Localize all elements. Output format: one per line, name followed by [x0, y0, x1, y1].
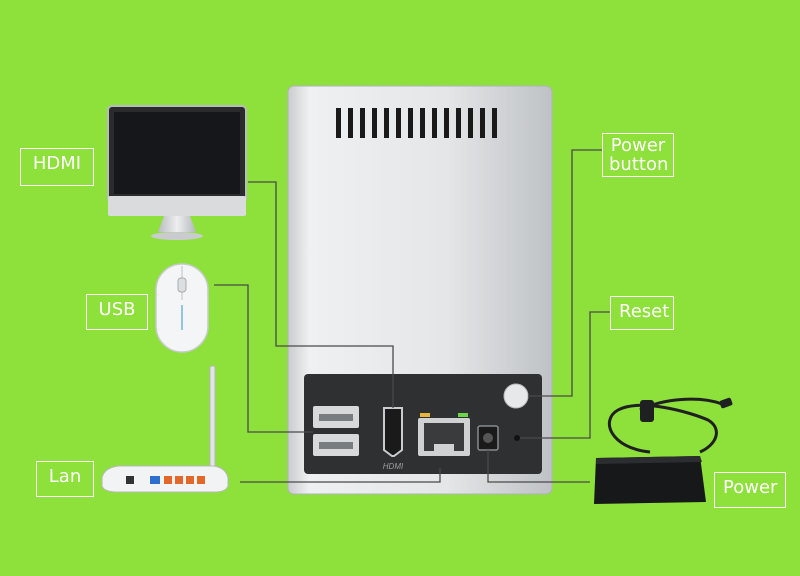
mouse-icon [155, 263, 209, 353]
lan-connector-line [240, 468, 441, 483]
power-label: Power [714, 472, 786, 508]
power-adapter-icon [594, 397, 733, 504]
usb-ports[interactable] [313, 406, 359, 456]
monitor-icon [107, 105, 247, 240]
power-button-label-line2: button [609, 154, 669, 175]
hdmi-connector-line [248, 181, 394, 408]
lan-label: Lan [36, 461, 94, 497]
power-button-label: Power button [602, 133, 674, 177]
power-button-label-line1: Power [610, 135, 666, 156]
port-panel: HDMI [304, 374, 542, 474]
ethernet-port[interactable] [418, 413, 470, 456]
nas-device: HDMI [287, 85, 553, 495]
power-jack[interactable] [477, 425, 499, 451]
reset-connector-line [520, 311, 610, 439]
power-button-connector-line [528, 149, 602, 397]
router-icon [101, 365, 229, 493]
power-connector-line [487, 450, 590, 483]
reset-label: Reset [610, 296, 674, 330]
connector-lines [214, 149, 610, 483]
hdmi-label: HDMI [20, 148, 94, 186]
vent-slots [336, 108, 497, 138]
usb-connector-line [214, 284, 313, 433]
reset-pinhole[interactable] [514, 435, 520, 441]
hdmi-port[interactable] [383, 407, 403, 457]
power-button[interactable] [503, 383, 529, 409]
hdmi-port-text: HDMI [383, 462, 404, 471]
usb-label: USB [86, 294, 148, 330]
